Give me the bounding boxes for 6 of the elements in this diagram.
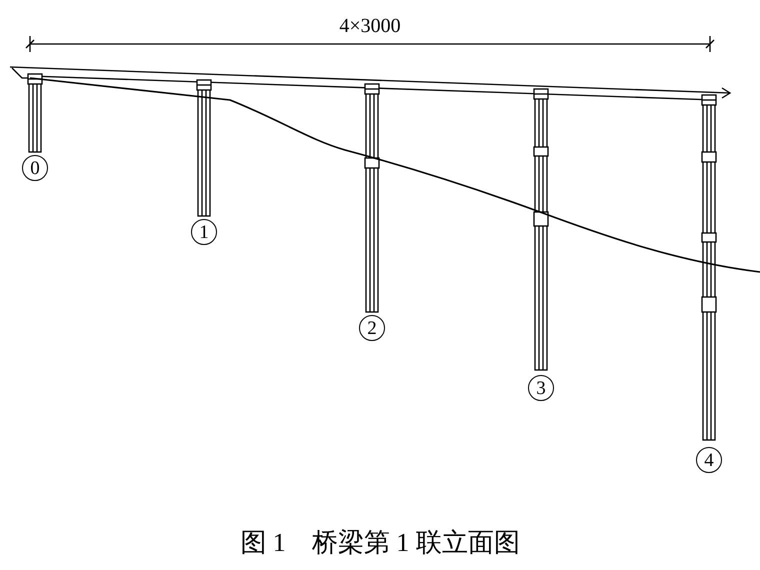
callout-number: 0 [22, 155, 48, 181]
callout-number: 2 [359, 315, 385, 341]
callout-number: 1 [191, 219, 217, 245]
figure-caption: 图 1 桥梁第 1 联立面图 [240, 527, 520, 559]
callout-number: 4 [696, 447, 722, 473]
callout-number: 3 [528, 375, 554, 401]
